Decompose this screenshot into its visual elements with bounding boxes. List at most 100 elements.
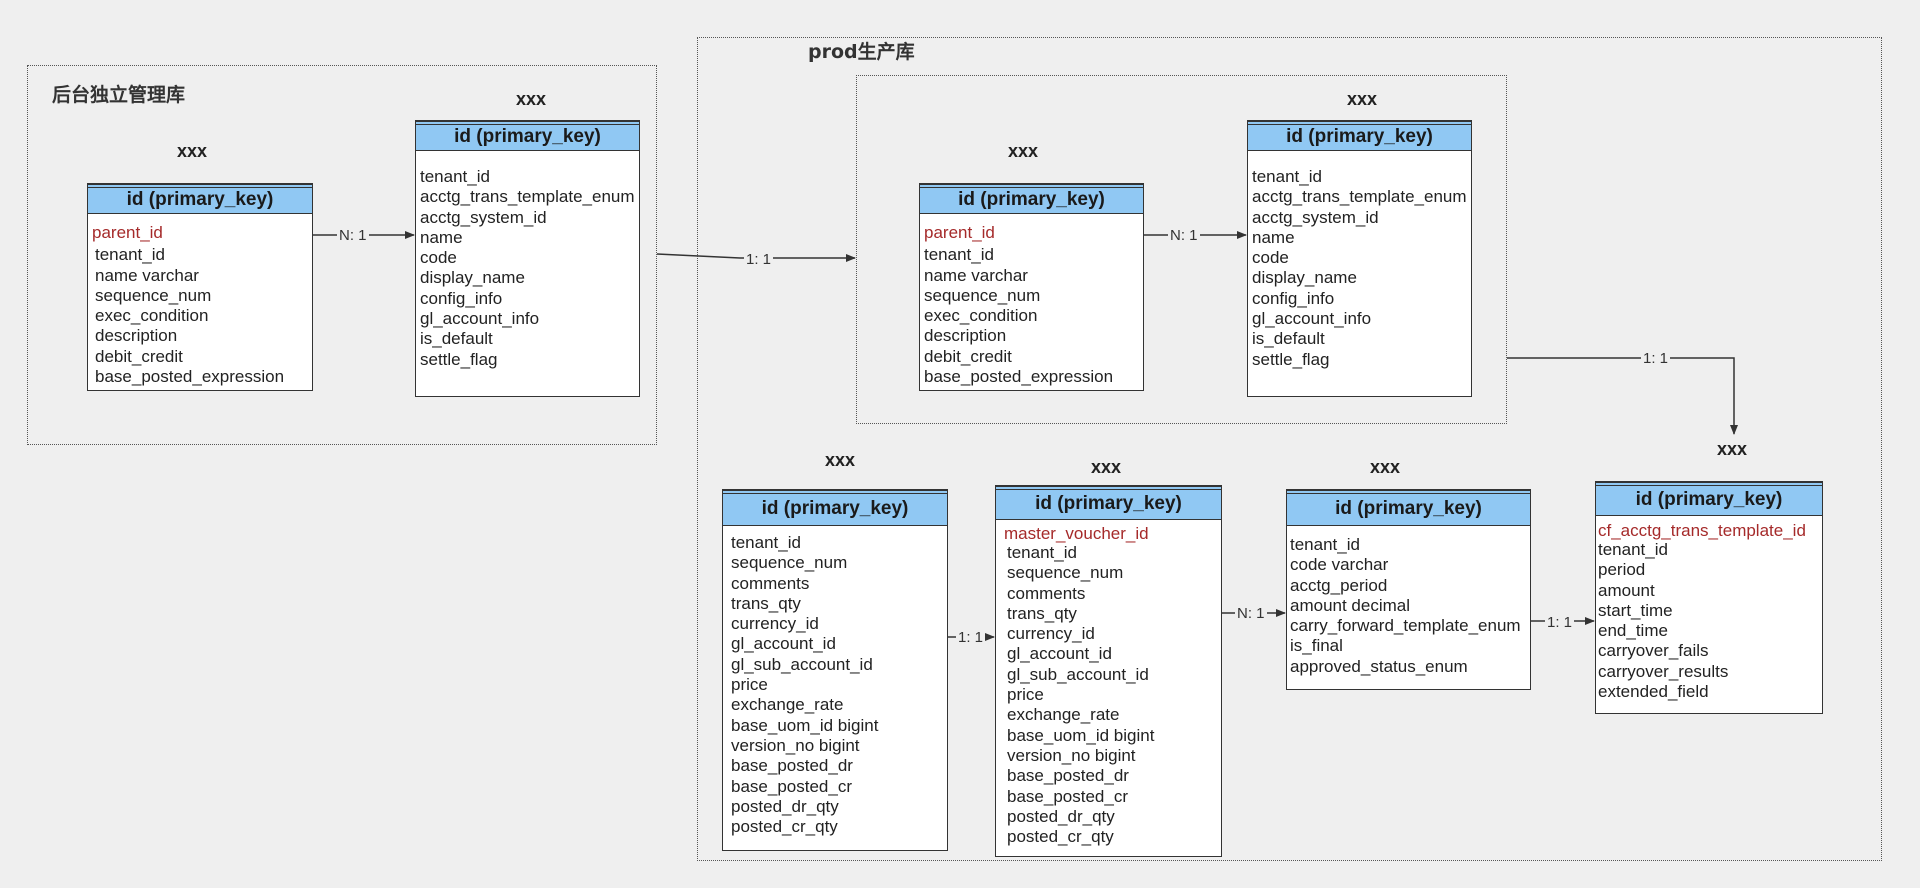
field: settle_flag (1252, 349, 1330, 369)
prod-template-subgroup (856, 75, 1507, 424)
field: carryover_results (1598, 661, 1729, 681)
field: exec_condition (924, 306, 1038, 326)
field: tenant_id (1252, 167, 1322, 186)
field: base_uom_id bigint (731, 715, 879, 735)
rel-label: 1: 1 (744, 251, 774, 268)
field: end_time (1598, 621, 1668, 641)
field: posted_cr_qty (1007, 827, 1114, 847)
backend-db-group (27, 65, 657, 445)
rel-label: 1: 1 (1545, 614, 1575, 631)
field: trans_qty (1007, 603, 1077, 623)
field-list: parent_id tenant_id name varchar sequenc… (92, 223, 310, 387)
table-caption: xxx (177, 141, 208, 161)
field: tenant_id (1598, 540, 1668, 559)
entity-header: id (primary_key) (88, 184, 312, 214)
field: code (1252, 248, 1289, 268)
entity-backend-detail[interactable]: id (primary_key) parent_id tenant_id nam… (87, 183, 313, 391)
table-caption: xxx (1008, 141, 1039, 161)
field: tenant_id (420, 167, 490, 186)
rel-label: 1: 1 (956, 629, 986, 646)
table-caption: xxx (516, 89, 547, 109)
field: debit_credit (924, 346, 1012, 366)
field: comments (1007, 583, 1086, 603)
rel-label: 1: 1 (1641, 350, 1671, 367)
rel-line-backend-prod (656, 253, 856, 262)
field: sequence_num (731, 553, 848, 573)
field-list: tenant_id sequence_num comments trans_qt… (731, 533, 945, 837)
field: base_uom_id bigint (1007, 725, 1155, 745)
field: name (1252, 227, 1295, 247)
backend-db-title: 后台独立管理库 (52, 84, 186, 106)
entity-prod-detail[interactable]: id (primary_key) parent_id tenant_id nam… (919, 183, 1144, 391)
field-fk: parent_id (924, 223, 995, 242)
field: sequence_num (924, 285, 1041, 305)
rel-label: N: 1 (1168, 227, 1200, 244)
field: display_name (1252, 268, 1357, 288)
field: gl_account_info (420, 309, 540, 329)
field-list: master_voucher_id tenant_id sequence_num… (1004, 525, 1219, 847)
prod-db-group (697, 37, 1882, 861)
field-list: cf_acctg_trans_template_id tenant_id per… (1598, 522, 1820, 702)
field: base_posted_expression (924, 367, 1114, 387)
field: price (731, 675, 768, 695)
field: sequence_num (95, 285, 212, 305)
field: amount decimal (1290, 595, 1411, 615)
field: approved_status_enum (1290, 656, 1468, 676)
field-fk: master_voucher_id (1004, 524, 1149, 543)
field: base_posted_dr (731, 756, 853, 776)
field: tenant_id (1007, 543, 1077, 562)
field: amount (1598, 580, 1655, 600)
field: config_info (1252, 288, 1335, 308)
field: display_name (420, 268, 525, 288)
entity-carryover-record[interactable]: id (primary_key) cf_acctg_trans_template… (1595, 481, 1823, 714)
field: currency_id (731, 614, 819, 634)
entity-header: id (primary_key) (723, 490, 947, 526)
field: start_time (1598, 600, 1673, 620)
table-caption: xxx (1370, 457, 1401, 477)
entity-master-voucher[interactable]: id (primary_key) tenant_id code varchar … (1286, 489, 1531, 690)
field: tenant_id (95, 245, 165, 265)
field-list: tenant_id acctg_trans_template_enum acct… (420, 167, 637, 370)
entity-header: id (primary_key) (1596, 482, 1822, 516)
field: currency_id (1007, 624, 1095, 644)
field: name varchar (924, 265, 1028, 285)
field: carry_forward_template_enum (1290, 616, 1521, 636)
entity-voucher-detail[interactable]: id (primary_key) master_voucher_id tenan… (995, 485, 1222, 857)
field: code (420, 248, 457, 268)
field: config_info (420, 288, 503, 308)
field-fk: parent_id (92, 223, 163, 242)
entity-backend-template[interactable]: id (primary_key) tenant_id acctg_trans_t… (415, 120, 640, 397)
table-caption: xxx (825, 450, 856, 470)
field: debit_credit (95, 346, 183, 366)
field-list: parent_id tenant_id name varchar sequenc… (924, 223, 1141, 387)
entity-prod-template[interactable]: id (primary_key) tenant_id acctg_trans_t… (1247, 120, 1472, 397)
field: tenant_id (731, 533, 801, 552)
field: exchange_rate (731, 695, 844, 715)
entity-header: id (primary_key) (416, 121, 639, 151)
field: exchange_rate (1007, 705, 1120, 725)
field: acctg_trans_template_enum (420, 187, 635, 207)
field-list: tenant_id acctg_trans_template_enum acct… (1252, 167, 1469, 370)
field: acctg_system_id (420, 207, 547, 227)
rel-label: N: 1 (1235, 605, 1267, 622)
entity-voucher-line[interactable]: id (primary_key) tenant_id sequence_num … (722, 489, 948, 851)
field: period (1598, 560, 1646, 580)
field: name varchar (95, 265, 199, 285)
field: gl_sub_account_id (1007, 664, 1149, 684)
table-caption: xxx (1347, 89, 1378, 109)
field: is_default (1252, 329, 1325, 349)
field: carryover_fails (1598, 641, 1709, 661)
entity-header: id (primary_key) (996, 486, 1221, 520)
rel-label: N: 1 (337, 227, 369, 244)
field: name (420, 227, 463, 247)
field: gl_account_id (1007, 644, 1112, 664)
field: acctg_trans_template_enum (1252, 187, 1467, 207)
field: settle_flag (420, 349, 498, 369)
field: tenant_id (1290, 535, 1360, 554)
field: posted_dr_qty (1007, 806, 1115, 826)
field: posted_dr_qty (731, 796, 839, 816)
field: base_posted_expression (95, 367, 285, 387)
field: code varchar (1290, 555, 1389, 575)
table-caption: xxx (1091, 457, 1122, 477)
